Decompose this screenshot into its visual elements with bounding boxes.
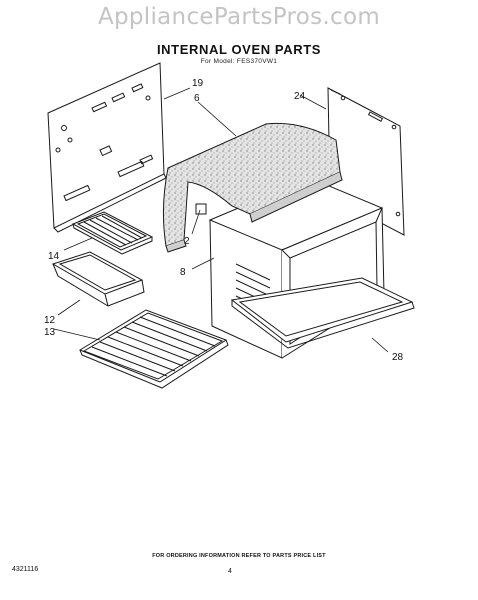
callout-13: 13 — [44, 327, 56, 338]
watermark: AppliancePartsPros.com — [97, 4, 381, 30]
document-number: 4321116 — [12, 566, 39, 573]
callout-28: 28 — [392, 352, 404, 363]
part-13-oven-rack — [78, 309, 229, 389]
callout-14: 14 — [48, 251, 60, 262]
part-6-insulation — [162, 122, 343, 253]
part-12-broiler-pan — [51, 251, 145, 307]
callout-6: 6 — [194, 93, 200, 104]
page-number: 4 — [228, 568, 232, 575]
part-28-bottom-tray — [230, 277, 415, 349]
callout-12: 12 — [44, 315, 56, 326]
model-subtitle: For Model: FES370VW1 — [200, 58, 278, 65]
ordering-info-note: FOR ORDERING INFORMATION REFER TO PARTS … — [152, 553, 326, 559]
part-14-broiler-grid — [71, 211, 154, 255]
callout-8: 8 — [180, 267, 186, 278]
callout-24: 24 — [294, 91, 306, 102]
page-title: INTERNAL OVEN PARTS — [156, 42, 322, 57]
part-19-rear-panel — [47, 62, 167, 233]
callout-19: 19 — [192, 78, 204, 89]
callout-2: 2 — [184, 236, 190, 247]
